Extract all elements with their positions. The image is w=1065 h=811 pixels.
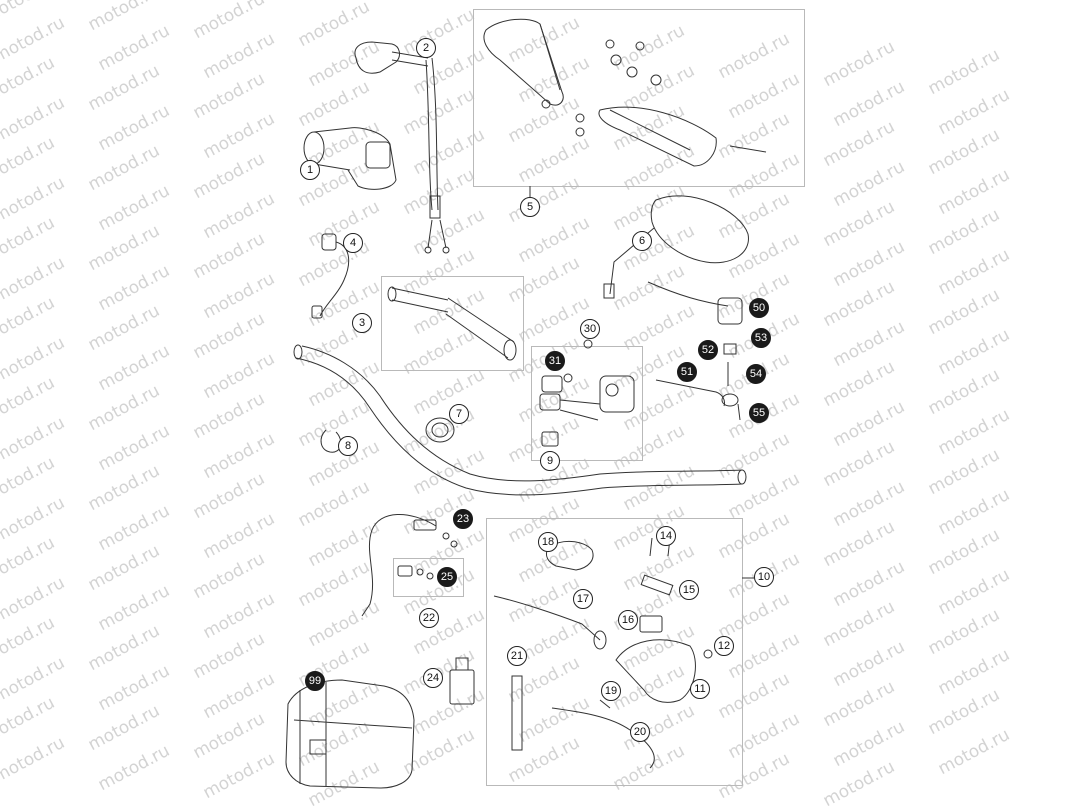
callout-16[interactable]: 16: [618, 610, 638, 630]
callout-7[interactable]: 7: [449, 404, 469, 424]
handguards-drawing: [483, 18, 767, 167]
callout-19[interactable]: 19: [601, 681, 621, 701]
callout-52[interactable]: 52: [698, 340, 718, 360]
callout-15[interactable]: 15: [679, 580, 699, 600]
callout-25[interactable]: 25: [437, 567, 457, 587]
callout-3[interactable]: 3: [352, 313, 372, 333]
callout-6[interactable]: 6: [632, 231, 652, 251]
callout-20[interactable]: 20: [630, 722, 650, 742]
callout-22[interactable]: 22: [419, 608, 439, 628]
group-box-brake-master: [486, 518, 743, 786]
group-box-handguards: [473, 9, 805, 187]
callout-31[interactable]: 31: [545, 351, 565, 371]
brake-hose-drawing: [361, 514, 458, 617]
callout-53[interactable]: 53: [751, 328, 771, 348]
callout-12[interactable]: 12: [714, 636, 734, 656]
brake-master-cylinder-drawing: [493, 537, 713, 769]
callout-99[interactable]: 99: [305, 671, 325, 691]
callout-21[interactable]: 21: [507, 646, 527, 666]
callout-51[interactable]: 51: [677, 362, 697, 382]
switch-right-drawing: [655, 297, 743, 421]
callout-4[interactable]: 4: [343, 233, 363, 253]
callout-14[interactable]: 14: [656, 526, 676, 546]
callout-17[interactable]: 17: [573, 589, 593, 609]
callout-24[interactable]: 24: [423, 668, 443, 688]
callout-2[interactable]: 2: [416, 38, 436, 58]
handlebar-clamp-drawing: [425, 417, 455, 443]
callout-30[interactable]: 30: [580, 319, 600, 339]
callout-11[interactable]: 11: [690, 679, 710, 699]
handlebar-drawing: [293, 344, 747, 496]
group-box-grips: [381, 276, 524, 371]
grips-drawing: [387, 286, 517, 361]
callout-9[interactable]: 9: [540, 451, 560, 471]
callout-54[interactable]: 54: [746, 364, 766, 384]
callout-10[interactable]: 10: [754, 567, 774, 587]
handlebar-switch-drawing: [539, 339, 635, 447]
callout-23[interactable]: 23: [453, 509, 473, 529]
callout-50[interactable]: 50: [749, 298, 769, 318]
group-box-switch: [531, 346, 643, 461]
brake-fluid-bottle-drawing: [449, 657, 475, 705]
callout-55[interactable]: 55: [749, 403, 769, 423]
group-box-hose-fittings: [393, 558, 464, 597]
callout-18[interactable]: 18: [538, 532, 558, 552]
callout-8[interactable]: 8: [338, 436, 358, 456]
callout-1[interactable]: 1: [300, 160, 320, 180]
callout-5[interactable]: 5: [520, 197, 540, 217]
throttle-cable-drawing: [354, 41, 450, 254]
